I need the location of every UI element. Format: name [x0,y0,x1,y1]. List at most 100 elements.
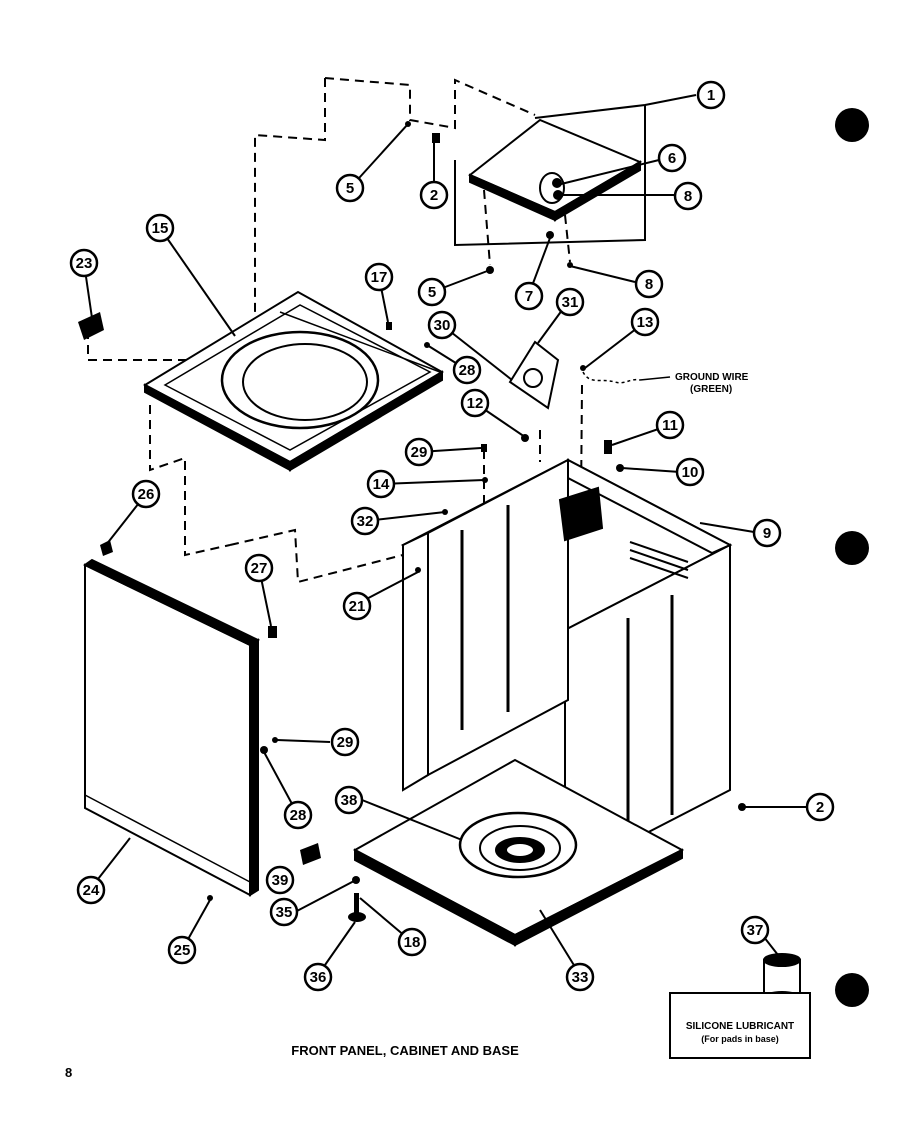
callout-circle [145,213,175,243]
callout-12: 12 [460,388,490,418]
callout-number: 17 [371,269,388,286]
callout-38: 38 [334,785,364,815]
callout-circle [76,875,106,905]
binder-hole-top [835,108,869,142]
callout-7: 7 [514,281,544,311]
callout-1: 1 [696,80,726,110]
callout-circle [655,410,685,440]
callout-circle [634,269,664,299]
callout-30: 30 [427,310,457,340]
callout-number: 28 [459,362,476,379]
callout-27: 27 [244,553,274,583]
callout-number: 36 [310,969,327,986]
callout-number: 30 [434,317,451,334]
part-2-clip [432,133,440,143]
binder-hole-middle [835,531,869,565]
diagram-title: FRONT PANEL, CABINET AND BASE [291,1043,519,1058]
callout-circle [167,935,197,965]
callout-circle [330,727,360,757]
callout-number: 33 [572,969,589,986]
callout-circle [555,287,585,317]
callout-number: 29 [337,734,354,751]
callout-8: 8 [634,269,664,299]
callout-number: 9 [763,525,771,542]
callout-6: 6 [657,143,687,173]
part-17-screw [386,322,392,330]
callout-25: 25 [167,935,197,965]
callout-circle [452,355,482,385]
callout-2: 2 [419,180,449,210]
part-39-clip [300,843,321,865]
callout-circle [366,469,396,499]
callout-number: 2 [816,799,824,816]
lubricant-note-box [669,992,811,1059]
callout-circle [427,310,457,340]
callout-number: 6 [668,150,676,167]
callout-number: 15 [152,220,169,237]
callout-circle [460,388,490,418]
callout-number: 7 [525,288,533,305]
callout-number: 28 [290,807,307,824]
callout-number: 1 [707,87,715,104]
front-panel [83,558,261,897]
part-36-foot [348,912,366,922]
mounting-bracket [508,340,560,410]
callout-number: 12 [467,395,484,412]
cabinet-top-lid [142,290,445,472]
callout-number: 14 [373,476,390,493]
callout-29: 29 [330,727,360,757]
callout-17: 17 [364,262,394,292]
callout-13: 13 [630,307,660,337]
callout-circle [335,173,365,203]
callout-circle [657,143,687,173]
callout-24: 24 [76,875,106,905]
part-25-screw [207,895,213,901]
callout-number: 37 [747,922,764,939]
cabinet-base [352,758,685,947]
callout-31: 31 [555,287,585,317]
callout-39: 39 [265,865,295,895]
callout-number: 2 [430,187,438,204]
callout-number: 8 [684,188,692,205]
callout-circle [740,915,770,945]
part-10-nut [616,464,624,472]
callout-14: 14 [366,469,396,499]
callout-35: 35 [269,897,299,927]
callout-circle [69,248,99,278]
callout-10: 10 [675,457,705,487]
part-29-screw-top [481,444,487,452]
callout-circle [334,785,364,815]
part-11-clip [604,440,612,454]
cabinet-shell [400,458,733,877]
top-cover-group-bracket [454,105,646,247]
callout-36: 36 [303,962,333,992]
part-35-nut [352,876,360,884]
callout-11: 11 [655,410,685,440]
callout-9: 9 [752,518,782,548]
part-2-screw-base [738,803,746,811]
callout-circle [752,518,782,548]
callout-number: 21 [349,598,366,615]
callout-28: 28 [283,800,313,830]
callout-2: 2 [805,792,835,822]
callout-23: 23 [69,248,99,278]
callout-number: 38 [341,792,358,809]
callout-number: 5 [428,284,436,301]
part-7-screw [546,231,554,239]
callout-number: 18 [404,934,421,951]
callout-number: 5 [346,180,354,197]
callout-circle [417,277,447,307]
callout-number: 23 [76,255,93,272]
page-number: 8 [65,1065,72,1080]
part-18-leg [354,893,359,913]
lubricant-sublabel: (For pads in base) [701,1034,779,1044]
callout-5: 5 [335,173,365,203]
callout-number: 11 [662,417,678,434]
callout-circle [696,80,726,110]
part-21-screw [415,567,421,573]
callout-37: 37 [740,915,770,945]
callout-number: 25 [174,942,191,959]
callout-8: 8 [673,181,703,211]
